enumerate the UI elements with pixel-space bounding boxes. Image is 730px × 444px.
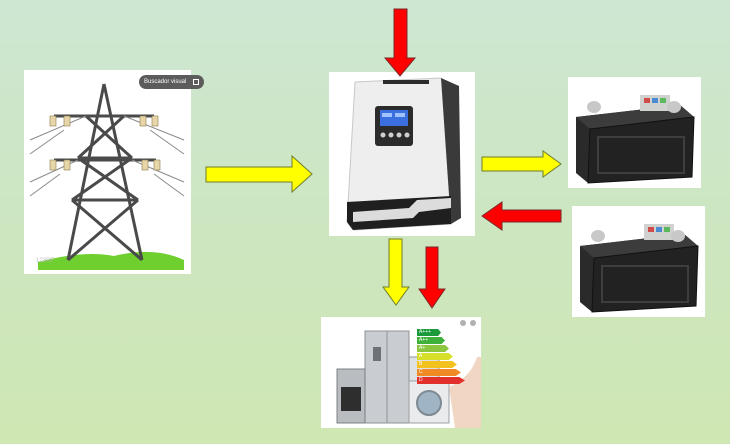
battery-image-bottom [572, 206, 705, 317]
energy-label-bar: B [417, 361, 457, 368]
arrow-input-to-inverter [383, 8, 417, 77]
arrow-battery-to-inverter [481, 201, 562, 231]
expand-icon [193, 79, 200, 85]
energy-label-bar: A [417, 353, 453, 360]
energy-label-bar: A+ [417, 345, 449, 352]
arrow-grid-to-inverter [205, 154, 313, 194]
power-tower-icon [24, 70, 191, 274]
power-tower-image [24, 70, 191, 274]
lcd-display-icon [380, 110, 408, 126]
arrow-inverter-to-battery [481, 150, 562, 178]
energy-label-bar: A++ [417, 337, 445, 344]
arrow-inverter-to-appliances-red [418, 246, 446, 309]
arrow-inverter-to-appliances-yellow [382, 238, 410, 306]
inverter-icon [329, 72, 475, 236]
battery-icon [572, 206, 705, 317]
appliances-icon [321, 317, 481, 428]
energy-label-bar: C [417, 369, 461, 376]
inverter-image [329, 72, 475, 236]
visual-search-badge-label: Buscador visual [144, 79, 187, 85]
energy-label-bar: D [417, 377, 465, 384]
visual-search-badge[interactable]: Buscador visual [139, 75, 205, 89]
battery-image-top [568, 77, 701, 188]
energy-label-bar: A+++ [417, 329, 441, 336]
battery-icon [568, 77, 701, 188]
watermark-text: 123RF [36, 258, 55, 264]
